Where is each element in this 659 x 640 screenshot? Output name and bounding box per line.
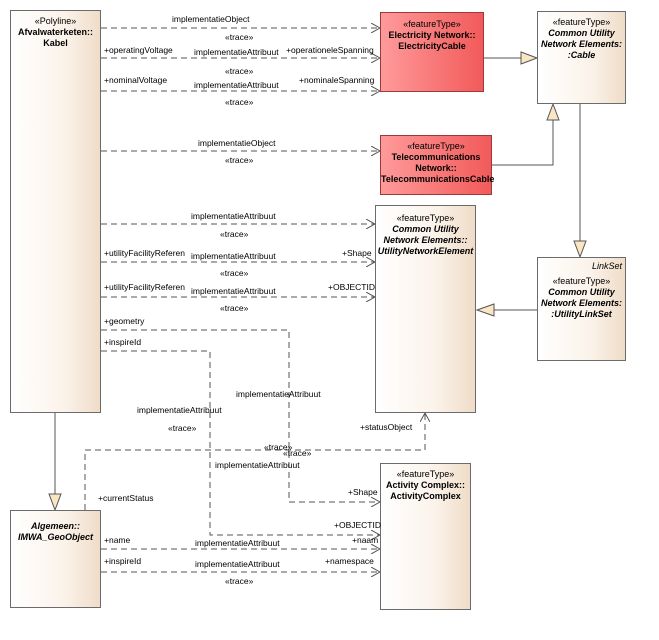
role-label: +utilityFacilityReferen [104, 282, 186, 292]
stereotype-label: «featureType» [407, 141, 465, 151]
role-label: +OBJECTID [328, 282, 375, 292]
trace-inspireid-objectid [101, 350, 380, 535]
role-label: +statusObject [360, 422, 413, 432]
role-label: +name [104, 535, 131, 545]
trace-label: «trace» [225, 66, 254, 76]
trace-label: «trace» [225, 97, 254, 107]
class-name-line: TelecommunicationsCable [381, 174, 495, 184]
class-cable[interactable]: «featureType» Common Utility Network Ele… [537, 11, 626, 104]
class-name-line: Common Utility [548, 287, 615, 297]
class-activity-complex[interactable]: «featureType» Activity Complex:: Activit… [380, 463, 471, 610]
class-geo-object[interactable]: Algemeen:: IMWA_GeoObject [10, 510, 101, 608]
class-name-line: Telecommunications [391, 152, 481, 162]
implementation-attribute-label: implementatieAttribuut [236, 389, 321, 399]
trace-label: «trace» [220, 303, 249, 313]
trace-label: «trace» [283, 448, 312, 458]
stereotype-label: «featureType» [396, 469, 455, 479]
class-name-line: Activity Complex:: [385, 480, 465, 490]
class-name-line: Common Utility [548, 28, 615, 38]
implementation-attribute-label: implementatieAttribuut [215, 460, 300, 470]
generalization-arrowhead [475, 303, 495, 317]
implementation-attribute-label: implementatieAttribuut [194, 80, 279, 90]
role-label: +operatingVoltage [104, 45, 173, 55]
generalization-telecom-cable [492, 120, 554, 166]
trace-label: «trace» [220, 229, 249, 239]
trace-label: «trace» [225, 155, 254, 165]
class-kabel[interactable]: «Polyline» Afvalwaterketen:: Kabel [10, 10, 101, 413]
implementation-attribute-label: implementatieAttribuut [137, 405, 222, 415]
stereotype-label: «Polyline» [34, 16, 77, 26]
role-label: +utilityFacilityReferen [104, 248, 186, 258]
class-name-line: ElectricityCable [398, 41, 466, 51]
trace-geometry-shape [101, 329, 380, 502]
class-name-line: IMWA_GeoObject [17, 532, 93, 542]
role-label: +inspireId [104, 556, 142, 566]
implementation-attribute-label: implementatieAttribuut [191, 211, 276, 221]
implementation-attribute-label: implementatieAttribuut [195, 559, 280, 569]
class-name-line: ActivityComplex [390, 491, 461, 501]
implementation-attribute-label: implementatieAttribuut [195, 538, 280, 548]
class-name-line: Network:: [415, 163, 457, 173]
trace-label: «trace» [225, 576, 254, 586]
class-name-line: Network Elements:: [383, 235, 468, 245]
trace-label: «trace» [225, 32, 254, 42]
class-telecommunications-cable[interactable]: «featureType» Telecommunications Network… [380, 135, 495, 195]
role-label: +namespace [325, 556, 374, 566]
class-name-line: :Cable [567, 50, 596, 60]
role-label: +Shape [342, 248, 372, 258]
class-utility-link-set[interactable]: LinkSet «featureType» Common Utility Net… [537, 257, 626, 361]
trace-label: «trace» [264, 442, 293, 452]
role-label: +currentStatus [98, 493, 154, 503]
class-utility-network-element[interactable]: «featureType» Common Utility Network Ele… [375, 205, 476, 413]
trace-label: «trace» [220, 268, 249, 278]
implementation-object-label: implementatieObject [172, 14, 250, 24]
class-electricity-cable[interactable]: «featureType» Electricity Network:: Elec… [380, 12, 484, 92]
class-name-line: Network Elements: [540, 298, 623, 308]
trace-label: «trace» [168, 423, 197, 433]
role-label: +operationeleSpanning [286, 45, 374, 55]
role-label: +geometry [104, 316, 145, 326]
generalization-arrowhead [546, 102, 560, 121]
class-name-line: :UtilityLinkSet [551, 309, 612, 319]
class-name-line: Electricity Network:: [388, 30, 476, 40]
role-label: +naam [352, 535, 379, 545]
class-name-line: Algemeen:: [30, 521, 80, 531]
role-label: +inspireId [104, 337, 142, 347]
class-name-line: Afvalwaterketen:: [17, 27, 94, 37]
role-label: +nominalVoltage [104, 75, 168, 85]
class-name-line: UtilityNetworkElement [377, 246, 474, 256]
class-name-line: Network Elements: [540, 39, 623, 49]
trace-currentstatus-statusobject [84, 413, 425, 510]
generalization-arrowhead [48, 493, 62, 512]
implementation-attribute-label: implementatieAttribuut [191, 251, 276, 261]
stereotype-label: «featureType» [403, 19, 461, 29]
generalization-arrowhead [520, 51, 539, 65]
implementation-object-label: implementatieObject [198, 138, 276, 148]
role-label: +OBJECTID [334, 520, 381, 530]
class-name-line: Common Utility [392, 224, 459, 234]
implementation-attribute-label: implementatieAttribuut [194, 47, 279, 57]
tag-label: LinkSet [591, 261, 622, 271]
stereotype-label: «featureType» [396, 213, 455, 223]
stereotype-label: «featureType» [552, 17, 611, 27]
class-name-line: Kabel [43, 38, 68, 48]
stereotype-label: «featureType» [552, 276, 611, 286]
generalization-arrowhead [573, 240, 587, 259]
role-label: +nominaleSpanning [299, 75, 375, 85]
implementation-attribute-label: implementatieAttribuut [191, 286, 276, 296]
role-label: +Shape [348, 487, 378, 497]
